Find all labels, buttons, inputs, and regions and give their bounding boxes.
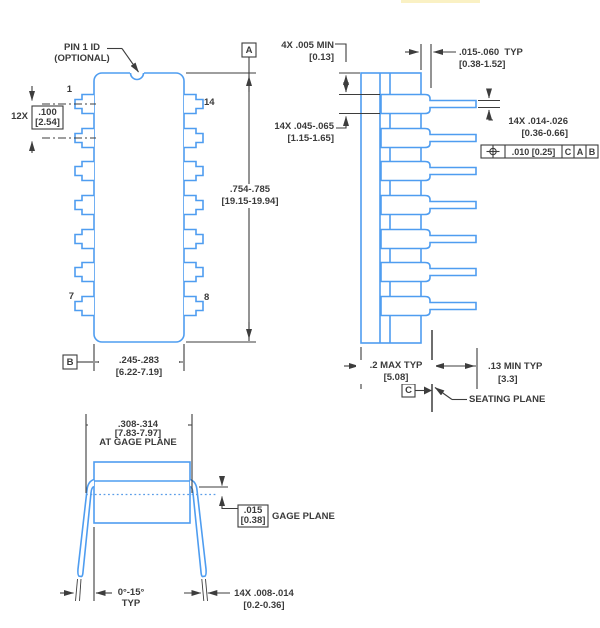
dim-pitch: .100[2.54]	[35, 106, 60, 128]
dim-lead-shoulder: 14X .045-.065[1.15-1.65]	[274, 121, 334, 144]
pin-number-14: 14	[204, 97, 215, 108]
fcf-datum-b: B	[588, 146, 596, 157]
dim-body-width: .245-.283[6.22-7.19]	[99, 355, 179, 379]
pin-number-1: 1	[66, 84, 72, 95]
dim-shoulder-length: .015-.060 TYP[0.38-1.52]	[459, 47, 523, 70]
dim-depth: .2 MAX TYP[5.08]	[356, 360, 436, 384]
pin1-id-callout: PIN 1 ID(OPTIONAL)	[54, 42, 110, 64]
datum-a-label: A	[245, 44, 253, 56]
dim-pitch-qty: 12X	[11, 111, 28, 122]
dim-body-length: .754-.785[19.15-19.94]	[210, 184, 290, 208]
dimension-lines	[29, 42, 599, 602]
dim-lead-tip: 14X .014-.026[0.36-0.66]	[508, 116, 568, 139]
seating-plane-label: SEATING PLANE	[469, 394, 546, 405]
fcf-datum-a: A	[576, 146, 584, 157]
side-view-body	[360, 72, 477, 344]
fcf-datum-c: C	[564, 146, 572, 157]
end-view-body	[77, 461, 218, 578]
fcf-tolerance: .010 [0.25]	[511, 146, 556, 157]
dim-standoff-mm: [3.3]	[498, 374, 518, 385]
pin-number-7: 7	[68, 291, 74, 302]
highlight-artifact	[401, 0, 480, 3]
dim-lead-angle: 0°-15°TYP	[117, 587, 145, 609]
dim-gage-offset: .015[0.38]	[240, 505, 266, 526]
top-view-body	[74, 71, 204, 343]
datum-c-label: C	[405, 385, 412, 396]
dim-standoff: .13 MIN TYP	[488, 361, 543, 372]
dim-lead-thickness: 14X .008-.014[0.2-0.36]	[234, 588, 294, 611]
dim-end-gap: 4X .005 MIN[0.13]	[281, 40, 334, 63]
gage-plane-label: GAGE PLANE	[272, 511, 335, 522]
pin-number-8: 8	[204, 292, 210, 303]
datum-b-label: B	[66, 356, 74, 368]
dim-span-at-gage: .308-.314[7.83-7.97]AT GAGE PLANE	[88, 419, 188, 448]
